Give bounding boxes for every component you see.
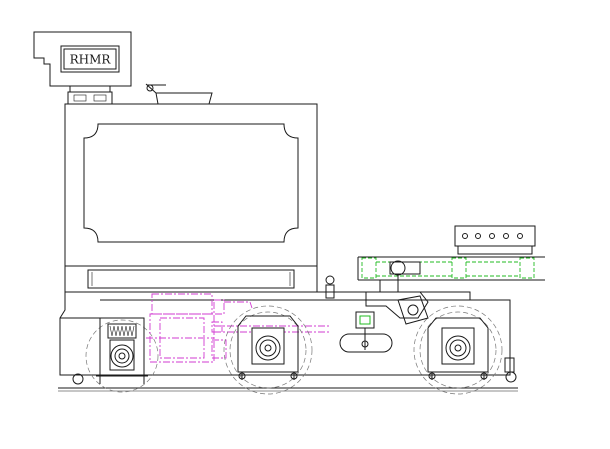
bolt-plate [454,225,536,255]
motor-assembly [146,293,330,363]
drive-gearbox [365,280,430,325]
nameplate-hood: RHMR [33,31,132,105]
roof-vent [145,83,213,105]
middle-wheel [223,305,313,395]
rear-wheel [413,305,503,395]
tender-frame [357,256,545,292]
main-body [64,103,318,293]
chassis-frame [58,291,518,392]
nameplate-label: RHMR [70,53,112,67]
front-truck [85,317,159,393]
lifting-lug [325,275,335,299]
center-bracket [339,311,393,353]
